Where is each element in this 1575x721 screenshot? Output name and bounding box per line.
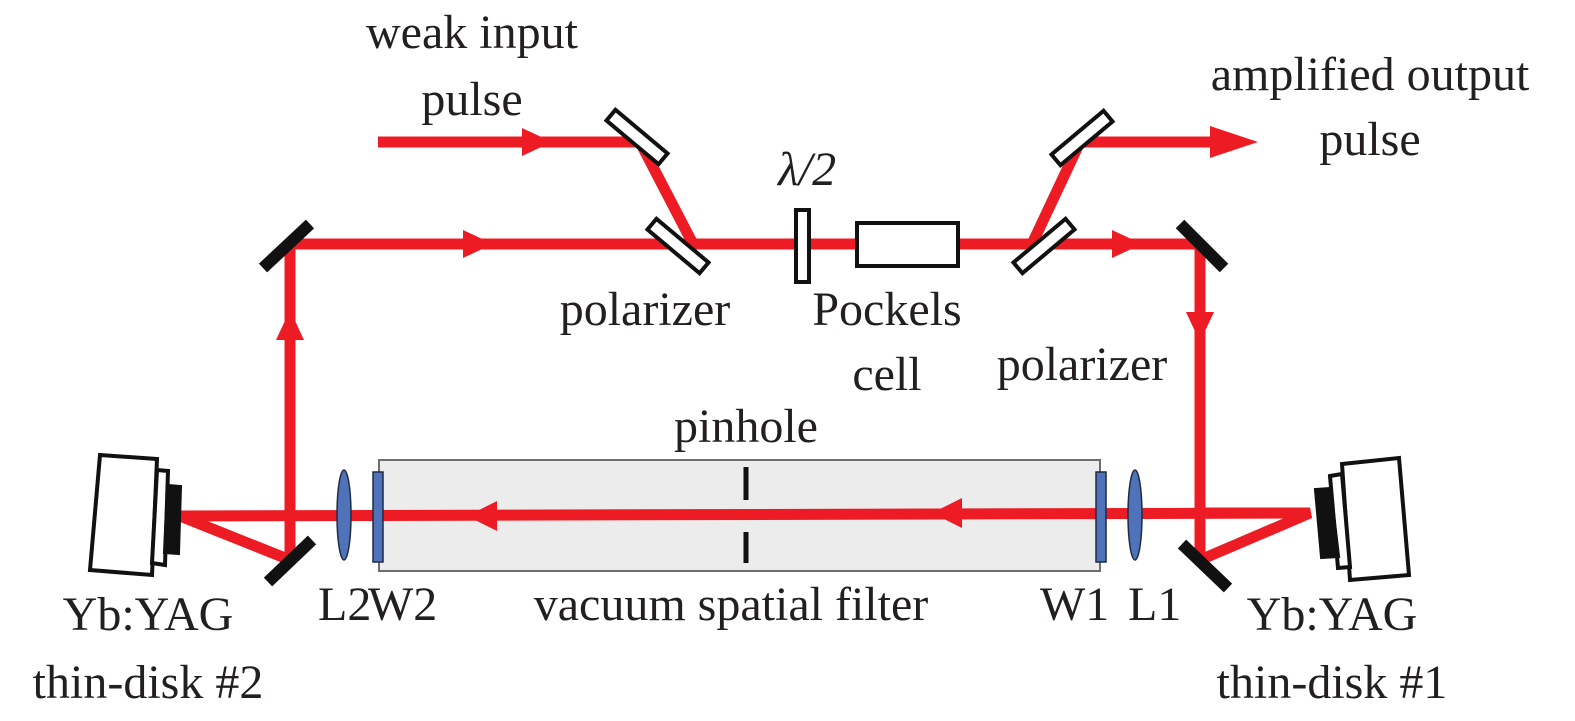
- label-pockels: Pockels: [812, 283, 961, 336]
- beam-disk2-return: [177, 510, 293, 566]
- thin-disk-1-body: [1339, 455, 1412, 583]
- mirror-top-right: [1175, 219, 1229, 273]
- mirrors: [258, 219, 1233, 593]
- mirror-top-left: [258, 219, 315, 273]
- label-polarizer-left: polarizer: [560, 283, 731, 336]
- beam-filter: [179, 507, 1311, 522]
- lens-l1: [1127, 469, 1143, 561]
- label-w2: W2: [368, 578, 437, 631]
- label-disk2-material: Yb:YAG: [63, 588, 234, 641]
- optics-blue: [336, 469, 1143, 563]
- label-amplified-output: amplified output: [1211, 48, 1530, 101]
- arrow-right-icon: [1210, 126, 1258, 158]
- label-vacuum-spatial-filter: vacuum spatial filter: [534, 578, 929, 631]
- arrow-down-icon: [1186, 312, 1214, 342]
- input-steering-plate: [603, 106, 671, 168]
- thin-disk-2-module: [87, 452, 183, 578]
- polarizer-right-plate: [1010, 215, 1078, 277]
- thin-disk-2-crystal: [162, 483, 183, 556]
- label-l2: L2: [318, 578, 371, 631]
- beam-disk1-in: [1197, 507, 1313, 566]
- half-wave-plate: [794, 208, 811, 284]
- arrow-left-icon: [932, 498, 962, 528]
- label-weak-input-pulse: pulse: [421, 73, 522, 126]
- label-amplified-output-pulse: pulse: [1319, 113, 1420, 166]
- arrow-left-icon: [467, 501, 497, 531]
- label-disk1-material: Yb:YAG: [1247, 588, 1418, 641]
- label-polarizer-right: polarizer: [997, 338, 1168, 391]
- label-l1: L1: [1128, 578, 1181, 631]
- labels: weak input pulse amplified output pulse …: [33, 6, 1530, 709]
- arrow-right-icon: [463, 230, 493, 258]
- label-weak-input: weak input: [366, 6, 579, 59]
- mirror-bottom-right: [1177, 539, 1233, 593]
- label-half-wave-plate: λ/2: [776, 143, 836, 196]
- polarizer-plates: [603, 106, 1116, 277]
- label-disk1-name: thin-disk #1: [1217, 656, 1448, 709]
- label-pinhole: pinhole: [674, 400, 818, 453]
- window-w1: [1095, 471, 1107, 563]
- lens-l2: [336, 469, 352, 561]
- arrow-right-icon: [1112, 230, 1142, 258]
- mirror-bottom-left: [263, 535, 317, 587]
- arrow-up-icon: [276, 310, 304, 340]
- label-w1: W1: [1040, 578, 1109, 631]
- arrow-right-icon: [522, 128, 552, 156]
- polarizer-left-plate: [644, 215, 712, 277]
- label-disk2-name: thin-disk #2: [33, 656, 264, 709]
- pockels-cell: [855, 221, 960, 268]
- window-w2: [372, 471, 384, 563]
- thin-disk-1-crystal: [1313, 486, 1341, 560]
- output-steering-plate: [1048, 107, 1116, 169]
- thin-disk-1-module: [1313, 455, 1412, 583]
- beam-arrows: [276, 126, 1258, 531]
- label-pockels-cell: cell: [852, 348, 921, 401]
- thin-disk-2-body: [87, 452, 160, 578]
